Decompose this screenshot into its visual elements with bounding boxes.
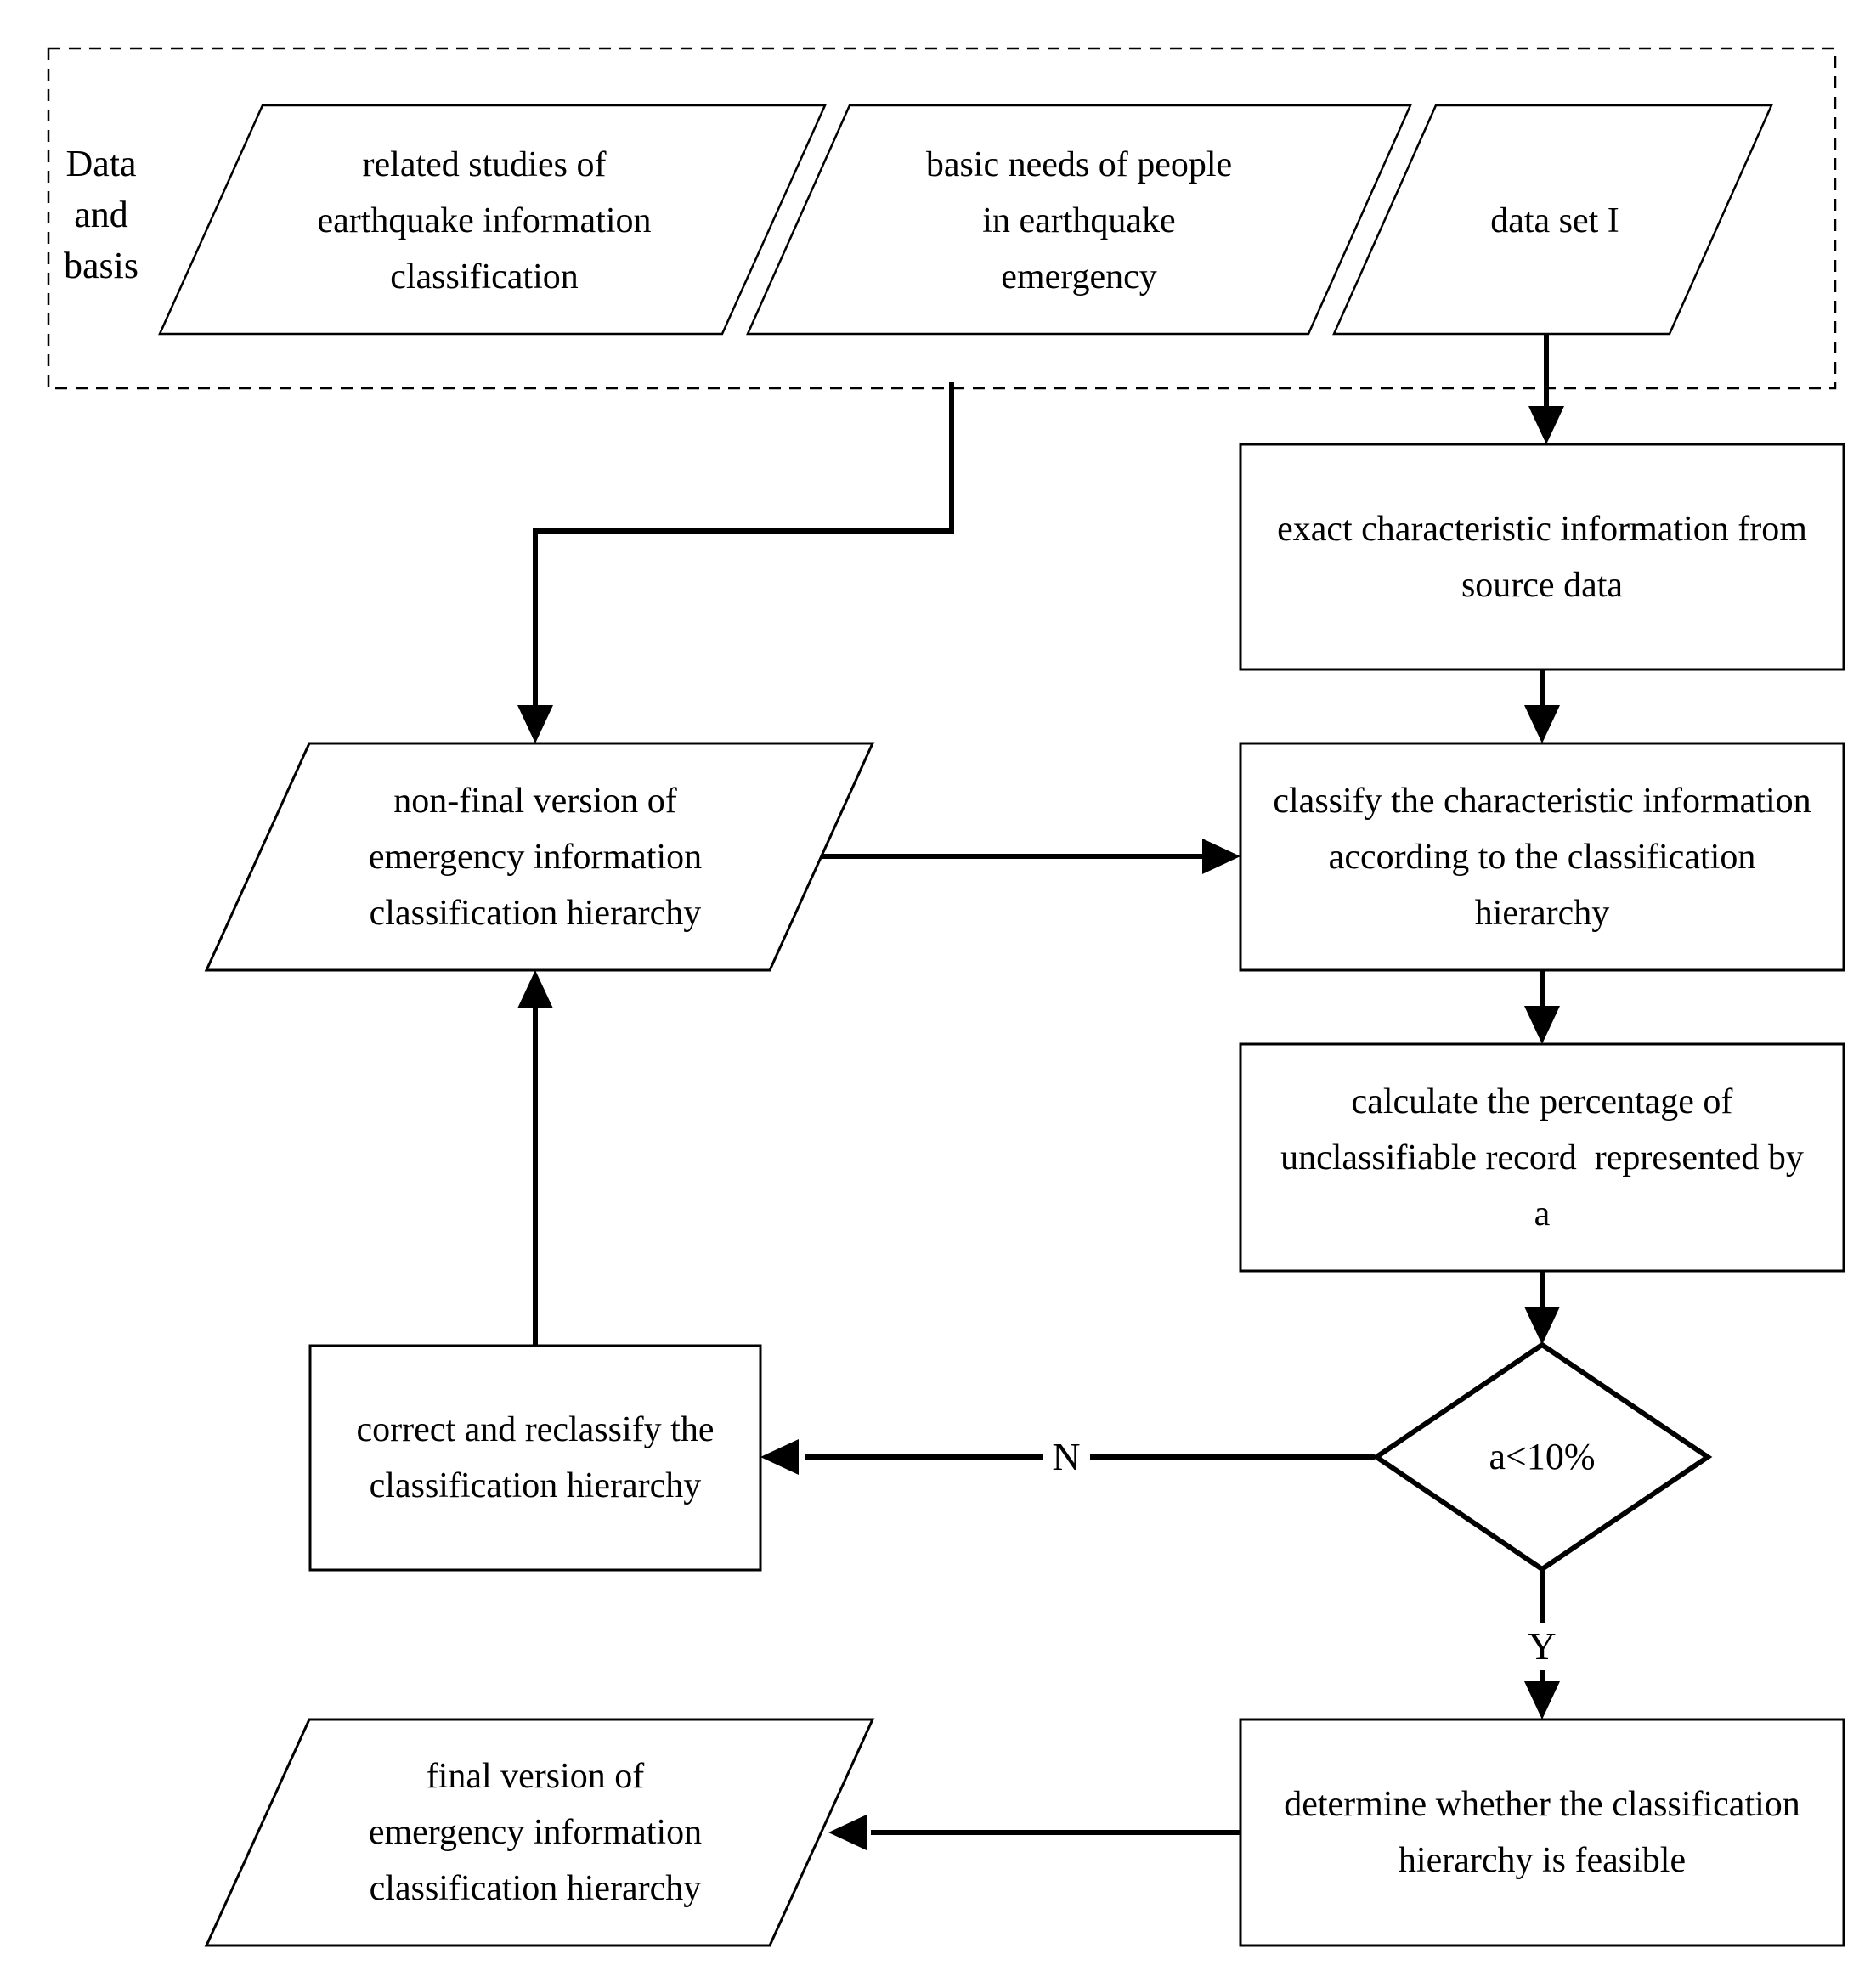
arrowhead-into-calculate (1524, 1006, 1560, 1044)
arrowhead-into-classify-top (1524, 705, 1560, 743)
arrowhead-into-final (828, 1815, 867, 1850)
arrowhead-into-nonfinal-bottom (517, 970, 553, 1008)
parallelogram-basic-needs (746, 104, 1412, 336)
arrowhead-into-decision (1524, 1307, 1560, 1345)
parallelogram-nonfinal-version (204, 742, 875, 972)
arrowhead-into-determine (1524, 1681, 1560, 1719)
parallelogram-related-studies (158, 104, 827, 336)
box-determine-feasible (1239, 1718, 1845, 1947)
arrowhead-into-nonfinal-top (517, 705, 553, 743)
arrowhead-into-correct (760, 1439, 799, 1475)
arrowhead-into-classify-left (1202, 839, 1240, 874)
box-classify-info (1239, 742, 1845, 972)
parallelogram-data-set (1332, 104, 1773, 336)
box-correct-reclassify (308, 1344, 762, 1572)
box-calculate-percentage (1239, 1042, 1845, 1273)
edge-basis-to-nonfinal (533, 382, 954, 712)
parallelogram-final-version (204, 1718, 875, 1947)
data-basis-dashed-box (47, 47, 1837, 390)
arrowhead-into-extract (1528, 406, 1564, 444)
diamond-decision (1371, 1341, 1713, 1573)
box-extract-info (1239, 443, 1845, 671)
